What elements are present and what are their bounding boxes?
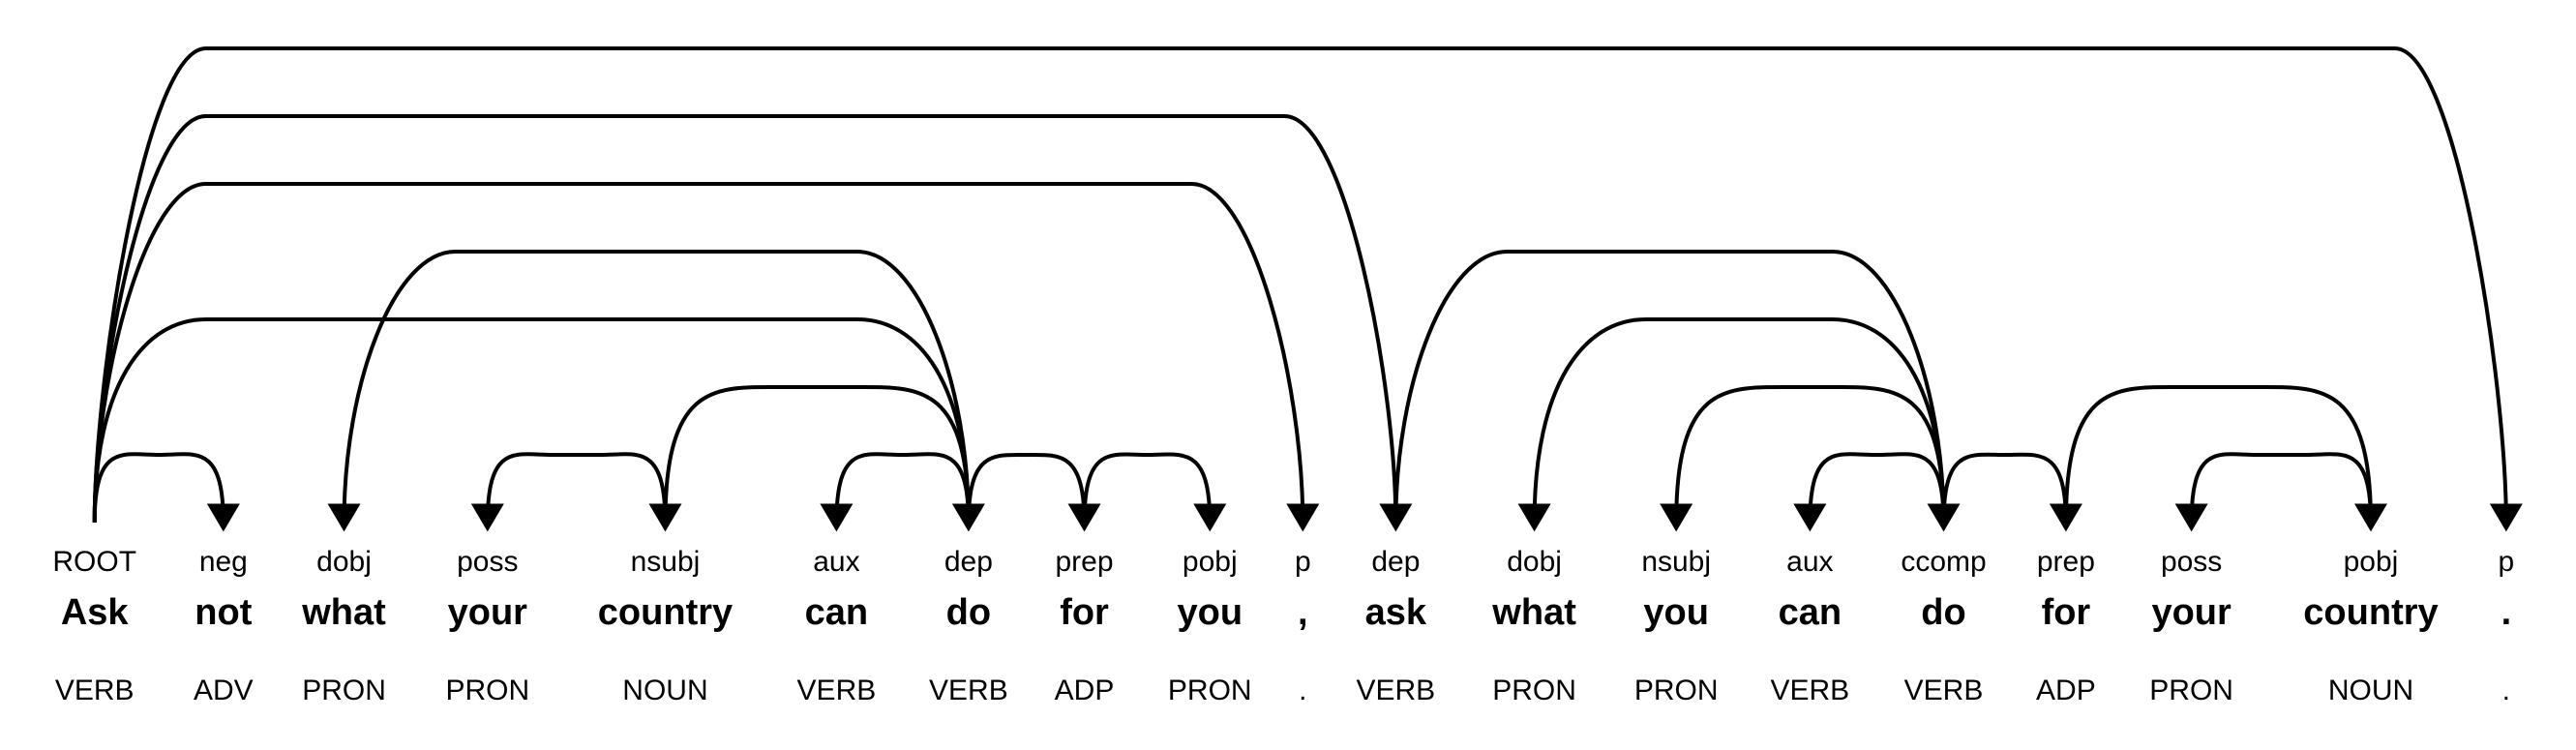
arrow-head-poss	[2174, 503, 2208, 532]
dep-label-9: p	[1295, 546, 1311, 578]
dependency-arc-ccomp	[1393, 250, 1946, 524]
arrow-head-pobj	[2353, 503, 2387, 532]
pos-tag-1: ADV	[194, 675, 254, 706]
pos-tag-12: PRON	[1634, 675, 1719, 706]
pos-tag-9: .	[1299, 675, 1306, 706]
pos-tag-14: VERB	[1904, 675, 1984, 706]
dep-label-12: nsubj	[1641, 546, 1711, 578]
token-word-layer: Ask not what your country can do for you, ask what…	[61, 592, 2511, 633]
pos-tag-6: VERB	[929, 675, 1008, 706]
token-word-16[interactable]: your	[2151, 592, 2232, 633]
pos-tag-3: PRON	[445, 675, 529, 706]
dependency-arc-pobj	[2063, 384, 2373, 524]
pos-tag-13: VERB	[1770, 675, 1849, 706]
pos-tag-5: VERB	[797, 675, 877, 706]
token-word-14[interactable]: do	[1921, 592, 1965, 633]
pos-tag-layer: VERB ADV PRON PRON NOUN VERB VERB ADP PRON. VERB P…	[55, 675, 2510, 706]
dependency-arc-poss	[485, 452, 668, 524]
pos-tag-15: ADP	[2036, 675, 2096, 706]
arrow-head-p	[2489, 503, 2523, 532]
token-word-17[interactable]: country	[2303, 592, 2438, 633]
arrow-head-aux	[1793, 503, 1827, 532]
token-word-2[interactable]: what	[301, 592, 386, 633]
dependency-arc-dobj	[342, 250, 971, 524]
dependency-arc-aux	[834, 452, 971, 524]
token-word-6[interactable]: do	[946, 592, 991, 633]
dep-label-16: poss	[2161, 546, 2222, 578]
dep-label-10: dep	[1371, 546, 1420, 578]
token-word-10[interactable]: ask	[1365, 592, 1427, 633]
token-word-15[interactable]: for	[2042, 592, 2091, 633]
pos-tag-16: PRON	[2149, 675, 2233, 706]
pos-tag-10: VERB	[1357, 675, 1436, 706]
pos-tag-0: VERB	[55, 675, 135, 706]
arrow-head-dobj	[1517, 503, 1551, 532]
arrow-head-dobj	[327, 503, 361, 532]
pos-tag-7: ADP	[1055, 675, 1115, 706]
dependency-arc-nsubj	[1674, 384, 1946, 524]
pos-tag-8: PRON	[1168, 675, 1252, 706]
dep-label-15: prep	[2037, 546, 2095, 578]
arrow-head-pobj	[1193, 503, 1227, 532]
arrow-head-nsubj	[1660, 503, 1693, 532]
dep-label-17: pobj	[2344, 546, 2399, 578]
pos-tag-18: .	[2502, 675, 2510, 706]
token-word-4[interactable]: country	[598, 592, 733, 633]
token-word-1[interactable]: not	[195, 592, 252, 633]
dep-label-14: ccomp	[1901, 546, 1986, 578]
dependency-arc-dobj	[1532, 317, 1946, 524]
dep-label-11: dobj	[1507, 546, 1562, 578]
dep-label-2: dobj	[316, 546, 372, 578]
dep-label-5: aux	[813, 546, 859, 578]
dep-label-7: prep	[1056, 546, 1114, 578]
dependency-arc-prep	[1941, 452, 2068, 524]
arc-layer	[92, 46, 2523, 532]
dep-label-13: aux	[1786, 546, 1833, 578]
pos-tag-4: NOUN	[622, 675, 707, 706]
dependency-arc-poss	[2189, 452, 2373, 524]
dependency-arc-dep	[92, 114, 1398, 524]
arrow-head-nsubj	[648, 503, 682, 532]
pos-tag-17: NOUN	[2328, 675, 2413, 706]
pos-tag-11: PRON	[1492, 675, 1576, 706]
arrow-head-poss	[470, 503, 504, 532]
dep-label-layer: ROOT neg dobj poss nsubj aux dep prep pobj p dep do…	[52, 546, 2514, 578]
dep-label-0: ROOT	[52, 546, 136, 578]
dependency-arc-aux	[1808, 452, 1946, 524]
arrow-head-neg	[206, 503, 240, 532]
token-word-18[interactable]: .	[2501, 592, 2512, 633]
dep-label-3: poss	[457, 546, 518, 578]
dependency-arc-p	[92, 46, 2508, 524]
token-word-5[interactable]: can	[805, 592, 868, 633]
dep-label-4: nsubj	[631, 546, 701, 578]
dependency-arc-neg	[92, 452, 225, 524]
token-word-12[interactable]: you	[1643, 592, 1709, 633]
dependency-arc-dep	[92, 317, 971, 524]
token-word-3[interactable]: your	[448, 592, 528, 633]
dependency-arc-pobj	[1082, 452, 1213, 524]
dependency-arc-nsubj	[663, 384, 971, 524]
token-word-7[interactable]: for	[1060, 592, 1109, 633]
dependency-arc-prep	[966, 452, 1087, 524]
arrow-head-p	[1286, 503, 1320, 532]
dep-label-1: neg	[199, 546, 248, 578]
dep-label-18: p	[2499, 546, 2515, 578]
dep-label-8: pobj	[1183, 546, 1238, 578]
dep-label-6: dep	[944, 546, 993, 578]
token-word-9[interactable]: ,	[1298, 592, 1308, 633]
token-word-0[interactable]: Ask	[61, 592, 130, 633]
token-word-11[interactable]: what	[1491, 592, 1576, 633]
dependency-arc-p	[92, 182, 1305, 524]
arrow-head-aux	[820, 503, 854, 532]
token-word-8[interactable]: you	[1177, 592, 1243, 633]
pos-tag-2: PRON	[302, 675, 386, 706]
token-word-13[interactable]: can	[1779, 592, 1842, 633]
